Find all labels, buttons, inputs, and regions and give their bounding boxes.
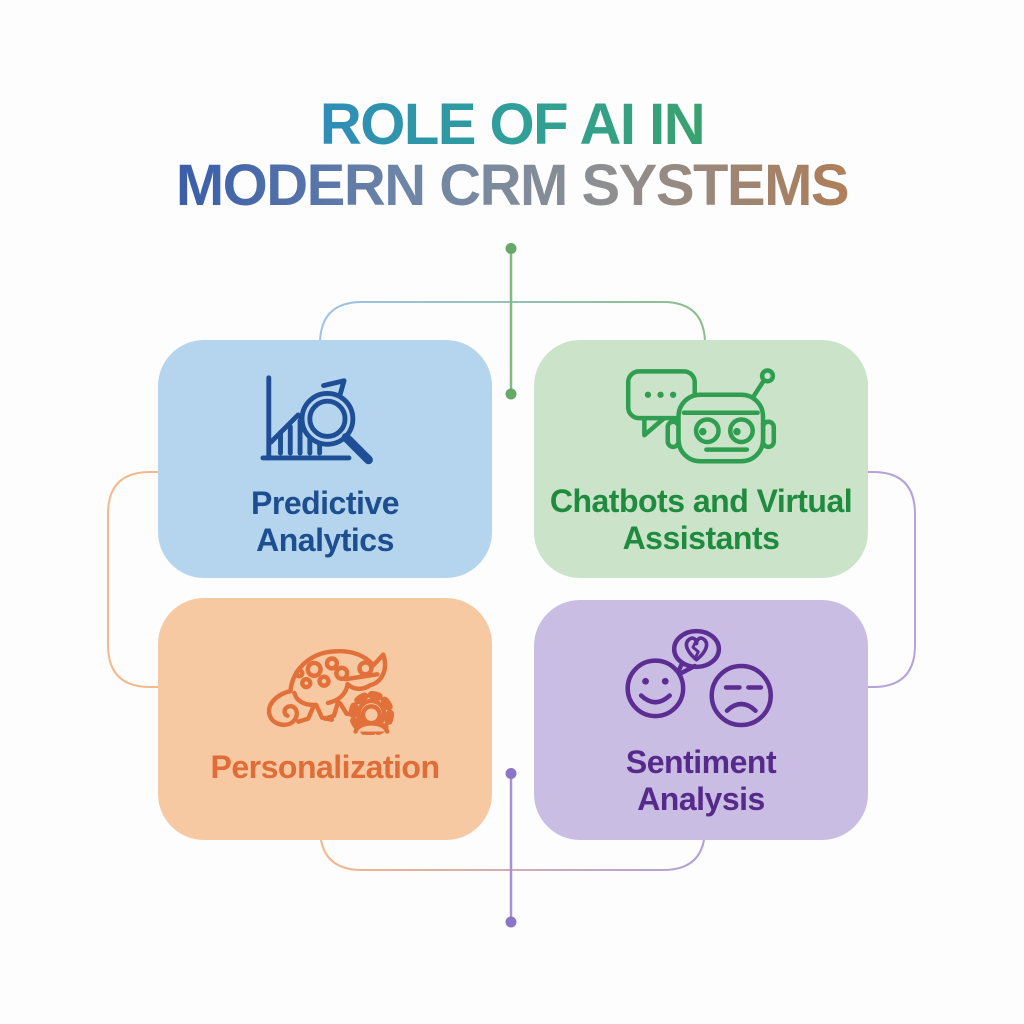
- card-chatbots-virtual-assistants: Chatbots and Virtual Assistants: [534, 340, 868, 578]
- left-bracket-connector: [107, 471, 210, 688]
- card-label: Predictive Analytics: [251, 484, 399, 558]
- title-line-1: ROLE OF AI IN: [0, 94, 1024, 155]
- chameleon-gear-icon: [266, 649, 395, 736]
- robot-chat-icon: [625, 368, 777, 464]
- happy-sad-faces-icon: [625, 628, 773, 728]
- connector-dot: [505, 388, 517, 400]
- trend-chart-magnifier-icon: [260, 375, 373, 465]
- bottom-vertical-connector: [505, 768, 517, 928]
- connector-dot: [505, 916, 517, 928]
- bottom-bracket-connector: [319, 760, 706, 871]
- card-predictive-analytics: Predictive Analytics: [158, 340, 492, 578]
- connector-dot: [505, 243, 517, 254]
- title-line-2: MODERN CRM SYSTEMS: [0, 155, 1024, 216]
- card-label: Chatbots and Virtual Assistants: [549, 483, 853, 557]
- right-bracket-connector: [814, 471, 916, 688]
- page-title: ROLE OF AI IN MODERN CRM SYSTEMS: [0, 94, 1024, 216]
- card-label: Sentiment Analysis: [625, 743, 777, 817]
- top-bracket-connector: [319, 301, 706, 412]
- top-vertical-connector: [505, 243, 517, 400]
- card-personalization: Personalization: [158, 598, 492, 840]
- card-sentiment-analysis: Sentiment Analysis: [534, 600, 868, 840]
- connector-dot: [505, 768, 517, 779]
- card-label: Personalization: [210, 749, 441, 786]
